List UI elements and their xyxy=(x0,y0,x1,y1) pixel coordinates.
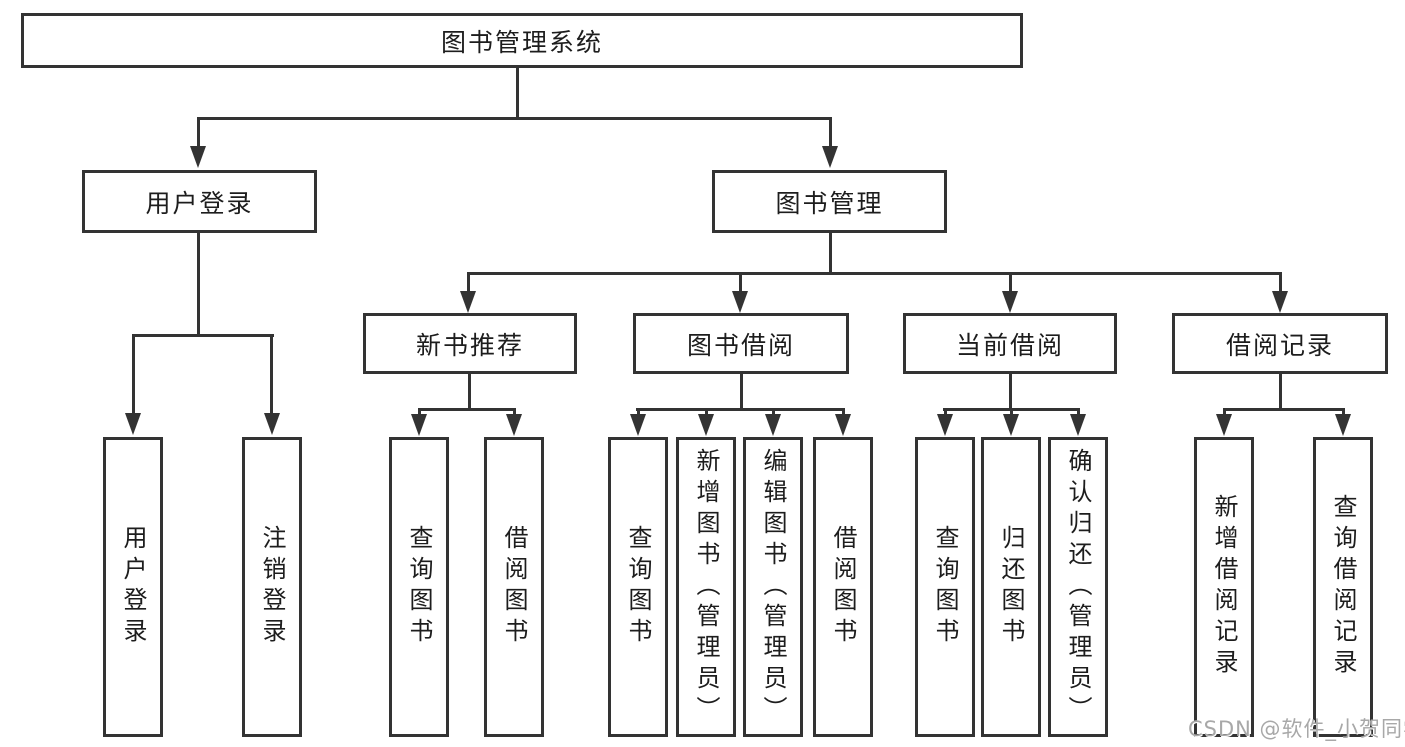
node-label: 图书管理系统 xyxy=(440,27,603,57)
node-user-login: 用户登录 xyxy=(82,170,317,233)
connector-line xyxy=(132,334,274,337)
arrow-down-icon xyxy=(822,146,838,168)
connector-line xyxy=(197,233,200,334)
leaf-return-books: 归还图书 xyxy=(981,437,1041,737)
connector-line xyxy=(1342,408,1345,415)
connector-line xyxy=(1009,272,1012,292)
node-current-borrowing: 当前借阅 xyxy=(903,313,1117,374)
connector-line xyxy=(944,408,947,415)
leaf-borrow-books-recommend: 借阅图书 xyxy=(484,437,544,737)
leaf-add-borrow-record: 新增借阅记录 xyxy=(1194,437,1254,737)
leaf-label: 归还图书 xyxy=(997,525,1025,649)
connector-line xyxy=(418,408,515,411)
connector-line xyxy=(270,334,273,414)
arrow-down-icon xyxy=(460,291,476,313)
node-label: 新书推荐 xyxy=(415,330,524,360)
node-label: 图书管理 xyxy=(775,188,884,218)
leaf-label: 确认归还（管理员） xyxy=(1064,447,1092,727)
arrow-down-icon xyxy=(1002,291,1018,313)
leaf-query-borrow-record: 查询借阅记录 xyxy=(1313,437,1373,737)
node-library-management-system: 图书管理系统 xyxy=(21,13,1023,68)
connector-line xyxy=(1077,408,1080,415)
connector-line xyxy=(740,374,743,408)
arrow-down-icon xyxy=(1272,291,1288,313)
leaf-label: 新增借阅记录 xyxy=(1210,494,1238,680)
connector-line xyxy=(705,408,708,415)
arrow-down-icon xyxy=(1003,414,1019,436)
node-label: 图书借阅 xyxy=(686,330,795,360)
connector-line xyxy=(467,272,1281,275)
connector-line xyxy=(829,233,832,272)
arrow-down-icon xyxy=(125,413,141,435)
leaf-label: 借阅图书 xyxy=(829,525,857,649)
node-borrowing-records: 借阅记录 xyxy=(1172,313,1388,374)
connector-line xyxy=(829,117,832,147)
arrow-down-icon xyxy=(506,414,522,436)
node-book-borrowing: 图书借阅 xyxy=(633,313,849,374)
node-label: 当前借阅 xyxy=(955,330,1064,360)
connector-line xyxy=(513,408,516,415)
connector-line xyxy=(197,117,832,120)
leaf-label: 查询图书 xyxy=(624,525,652,649)
leaf-label: 编辑图书（管理员） xyxy=(759,447,787,727)
arrow-down-icon xyxy=(732,291,748,313)
leaf-label: 查询图书 xyxy=(931,525,959,649)
arrow-down-icon xyxy=(630,414,646,436)
node-label: 用户登录 xyxy=(145,188,254,218)
connector-line xyxy=(516,68,519,117)
arrow-down-icon xyxy=(1070,414,1086,436)
leaf-borrow-books: 借阅图书 xyxy=(813,437,873,737)
connector-line xyxy=(1279,374,1282,408)
connector-line xyxy=(842,408,845,415)
leaf-add-books-admin: 新增图书（管理员） xyxy=(676,437,736,737)
arrow-down-icon xyxy=(411,414,427,436)
leaf-label: 用户登录 xyxy=(119,525,147,649)
arrow-down-icon xyxy=(190,146,206,168)
arrow-down-icon xyxy=(1335,414,1351,436)
leaf-label: 借阅图书 xyxy=(500,525,528,649)
leaf-label: 新增图书（管理员） xyxy=(692,447,720,727)
connector-line xyxy=(636,408,845,411)
leaf-label: 查询借阅记录 xyxy=(1329,494,1357,680)
connector-line xyxy=(1279,272,1282,292)
leaf-query-books-current: 查询图书 xyxy=(915,437,975,737)
connector-line xyxy=(772,408,775,415)
arrow-down-icon xyxy=(937,414,953,436)
leaf-label: 查询图书 xyxy=(405,525,433,649)
node-book-management: 图书管理 xyxy=(712,170,947,233)
arrow-down-icon xyxy=(835,414,851,436)
connector-line xyxy=(467,272,470,292)
node-new-book-recommendation: 新书推荐 xyxy=(363,313,577,374)
connector-line xyxy=(1009,374,1012,408)
arrow-down-icon xyxy=(698,414,714,436)
arrow-down-icon xyxy=(765,414,781,436)
leaf-user-login: 用户登录 xyxy=(103,437,163,737)
connector-line xyxy=(739,272,742,292)
connector-line xyxy=(468,374,471,408)
leaf-query-books-borrowing: 查询图书 xyxy=(608,437,668,737)
leaf-edit-books-admin: 编辑图书（管理员） xyxy=(743,437,803,737)
watermark: CSDN @软件_小贺同学 xyxy=(1188,717,1405,741)
leaf-label: 注销登录 xyxy=(258,525,286,649)
arrow-down-icon xyxy=(264,413,280,435)
connector-line xyxy=(637,408,640,415)
connector-line xyxy=(1010,408,1013,415)
connector-line xyxy=(1223,408,1344,411)
connector-line xyxy=(132,334,135,414)
leaf-confirm-return-admin: 确认归还（管理员） xyxy=(1048,437,1108,737)
leaf-logout: 注销登录 xyxy=(242,437,302,737)
connector-line xyxy=(1223,408,1226,415)
connector-line xyxy=(197,117,200,147)
node-label: 借阅记录 xyxy=(1225,330,1334,360)
leaf-query-books-recommend: 查询图书 xyxy=(389,437,449,737)
arrow-down-icon xyxy=(1216,414,1232,436)
connector-line xyxy=(418,408,421,415)
